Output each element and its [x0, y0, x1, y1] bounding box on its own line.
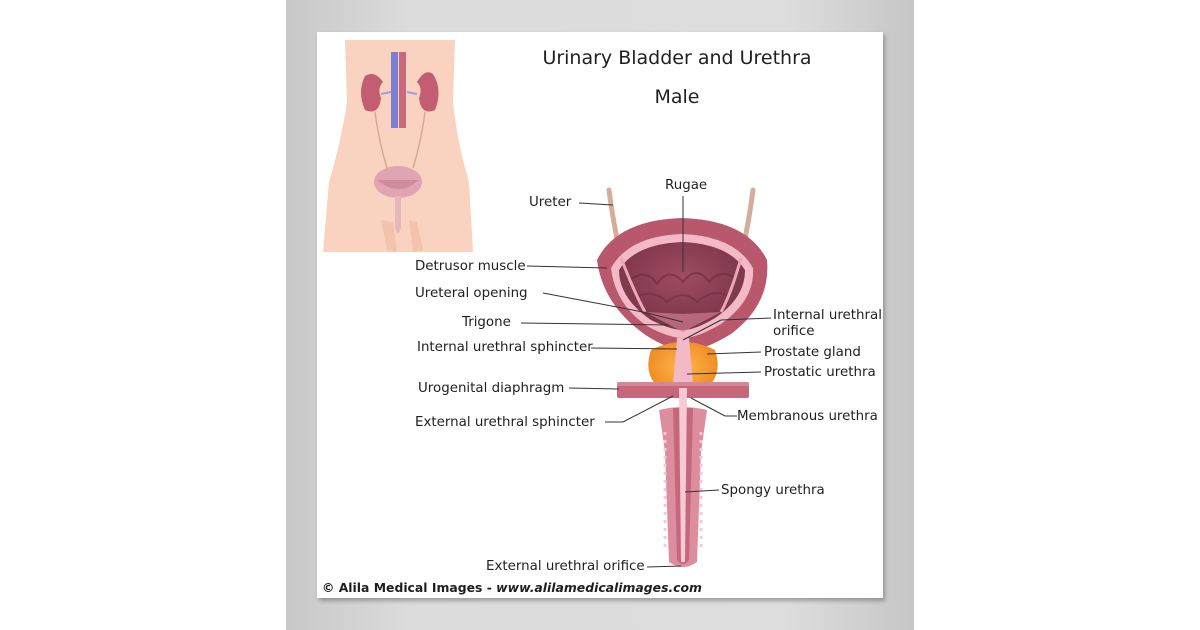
label-detrusor-muscle: Detrusor muscle: [415, 259, 526, 274]
urinary-bladder: [597, 218, 768, 351]
label-ureteral-opening: Ureteral opening: [415, 286, 528, 301]
label-rugae: Rugae: [665, 178, 708, 193]
leader-lines: [520, 196, 772, 568]
copyright-text: © Alila Medical Images: [322, 580, 483, 595]
diagram-title: Urinary Bladder and Urethra: [542, 47, 812, 69]
penile-urethra: [659, 388, 707, 567]
diagram-subtitle: Male: [654, 86, 700, 108]
label-external-urethral-sphincter: External urethral sphincter: [415, 415, 595, 430]
label-spongy-urethra: Spongy urethra: [721, 483, 825, 498]
credit-separator: -: [486, 580, 492, 595]
label-urogenital-diaphragm: Urogenital diaphragm: [418, 381, 565, 396]
label-trigone: Trigone: [462, 315, 511, 330]
torso-inset: [323, 40, 473, 252]
label-membranous-urethra: Membranous urethra: [737, 409, 878, 424]
label-internal-urethral-orifice-1: Internal urethral: [773, 308, 882, 323]
credit-line: © Alila Medical Images - www.alilamedica…: [322, 580, 702, 595]
anatomy-illustration: [323, 40, 772, 568]
credit-url: www.alilamedicalimages.com: [496, 580, 702, 595]
label-internal-urethral-orifice-2: orifice: [773, 324, 815, 339]
label-internal-urethral-sphincter: Internal urethral sphincter: [417, 340, 593, 355]
label-prostate-gland: Prostate gland: [764, 345, 861, 360]
poster: Urinary Bladder and Urethra Male Ureter …: [317, 32, 883, 598]
label-external-urethral-orifice: External urethral orifice: [486, 559, 645, 574]
label-ureter: Ureter: [529, 195, 572, 210]
label-prostatic-urethra: Prostatic urethra: [764, 365, 876, 380]
